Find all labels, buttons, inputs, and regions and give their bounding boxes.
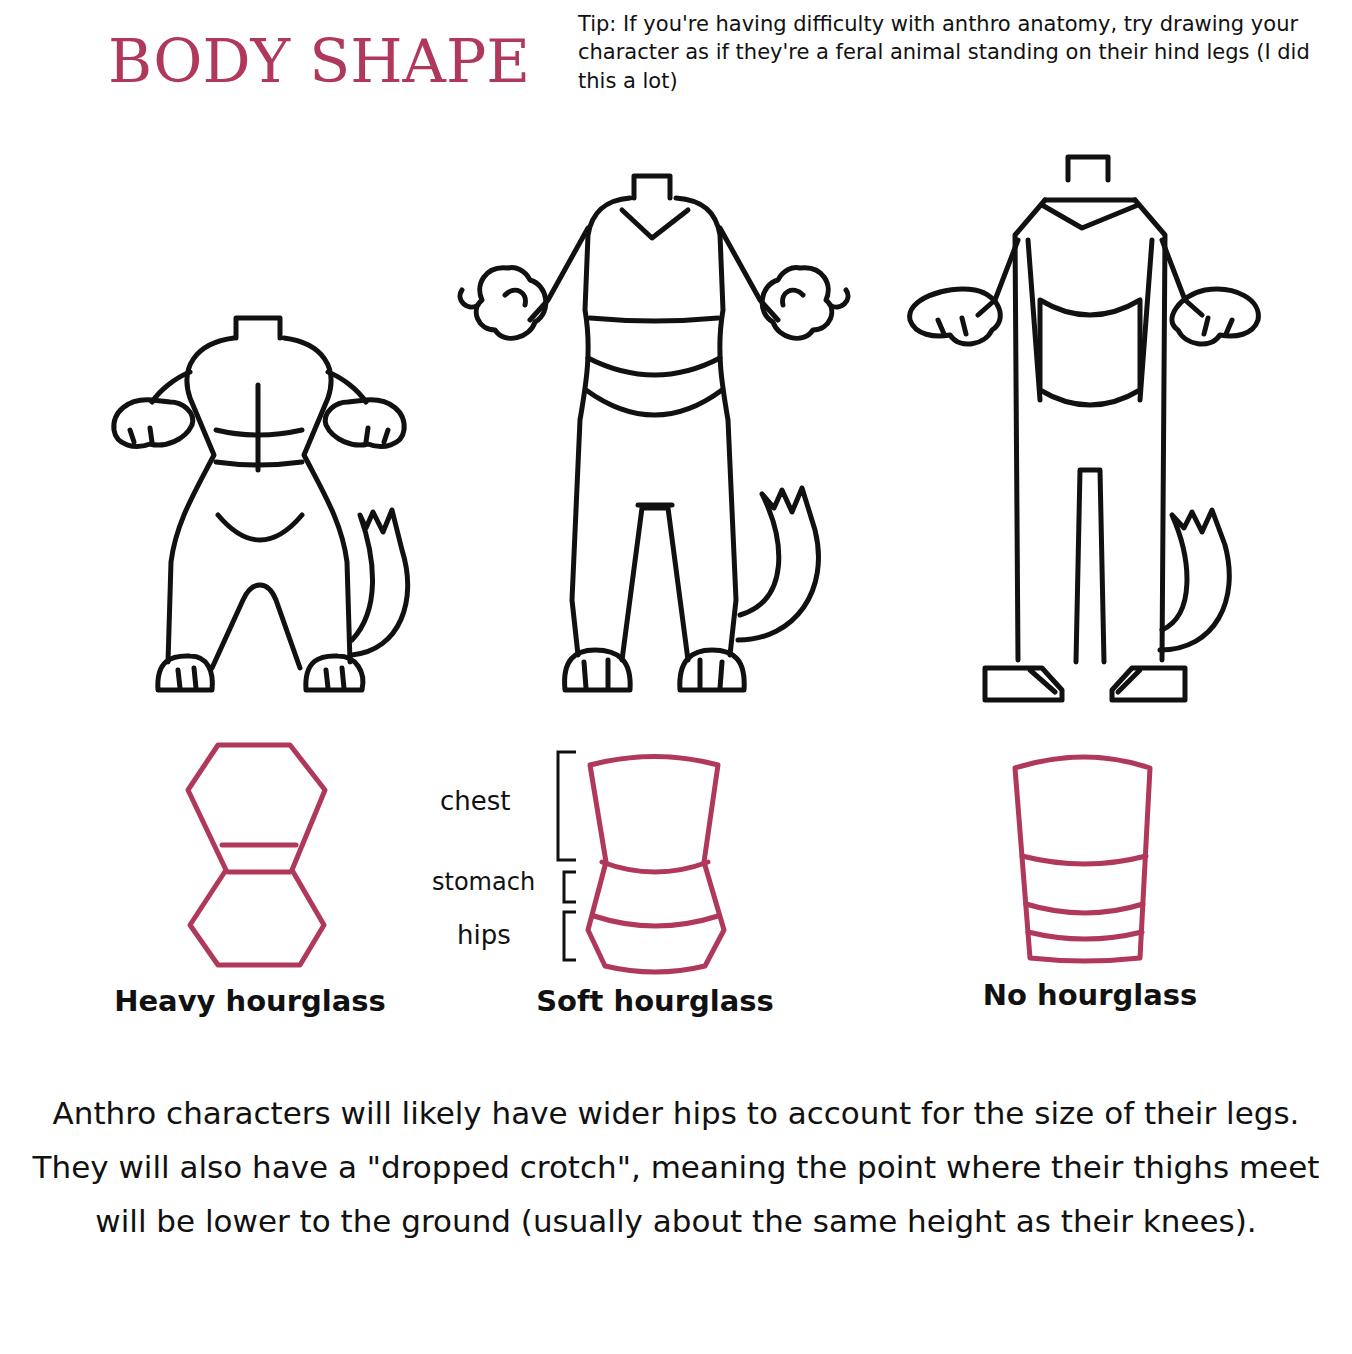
chest-shape [1042, 205, 1138, 228]
chest-line [590, 318, 718, 321]
arm-left [530, 228, 588, 320]
crotch [212, 585, 300, 668]
shoulders [1045, 198, 1135, 203]
shoulder-right [328, 372, 366, 402]
torso-right [284, 338, 350, 662]
heavy-shape [188, 745, 325, 965]
bottom-note: Anthro characters will likely have wider… [18, 1086, 1334, 1248]
no-hourglass-figure [910, 157, 1259, 700]
foot-right [306, 656, 363, 690]
part-label: chest [440, 786, 511, 817]
legs [1076, 470, 1104, 662]
chest-v [622, 210, 688, 238]
neck [1068, 157, 1108, 180]
belly [218, 515, 302, 540]
crotch [622, 505, 688, 660]
torso-left [572, 198, 630, 655]
no-line [1026, 904, 1143, 913]
neck [236, 318, 280, 338]
soft-shape [588, 757, 724, 973]
shape-label: Soft hourglass [536, 984, 774, 1019]
stomach-bracket [564, 872, 576, 902]
hip-line [216, 462, 302, 465]
arm-right [720, 228, 778, 320]
soft-line [594, 916, 718, 926]
paw-right [1172, 289, 1258, 344]
torso-shapes [188, 745, 1150, 972]
tail [352, 510, 408, 655]
soft-figure [460, 176, 848, 690]
belly-line [588, 358, 720, 375]
foot-right [1112, 668, 1185, 700]
no-line [1022, 856, 1146, 864]
center-line [256, 385, 261, 470]
torso-left [168, 338, 234, 662]
brackets [558, 752, 576, 960]
chest-bracket [558, 752, 576, 860]
no-shape [1015, 757, 1150, 961]
torso-left [1015, 200, 1045, 660]
tail [738, 488, 818, 640]
foot-left [158, 656, 213, 690]
paw-left [910, 289, 1001, 344]
heavy-line [228, 870, 290, 875]
paw-left [460, 268, 546, 339]
foot-left [985, 668, 1062, 700]
page-title: BODY SHAPE [108, 26, 530, 96]
part-label: stomach [432, 868, 535, 897]
paw-right [762, 268, 848, 339]
soft-line [602, 862, 708, 872]
foot-left [565, 650, 631, 690]
no-line [1028, 932, 1142, 939]
paw-left [114, 400, 193, 447]
heavy-line [222, 843, 296, 848]
foot-right [680, 650, 744, 690]
tip-note: Tip: If you're having difficulty with an… [578, 10, 1330, 95]
hip-line [586, 390, 722, 415]
shoulder-left [152, 372, 190, 402]
part-label: hips [457, 920, 511, 951]
tail [1160, 510, 1229, 650]
belly [1040, 300, 1140, 405]
torso-right [676, 198, 736, 655]
neck [634, 176, 670, 198]
hips-bracket [564, 912, 576, 960]
heavy-figure [114, 318, 408, 690]
torso-right [1135, 200, 1165, 660]
paw-right [325, 400, 404, 447]
waist-line [216, 430, 302, 435]
shape-label: No hourglass [983, 978, 1198, 1013]
shape-label: Heavy hourglass [114, 984, 386, 1019]
